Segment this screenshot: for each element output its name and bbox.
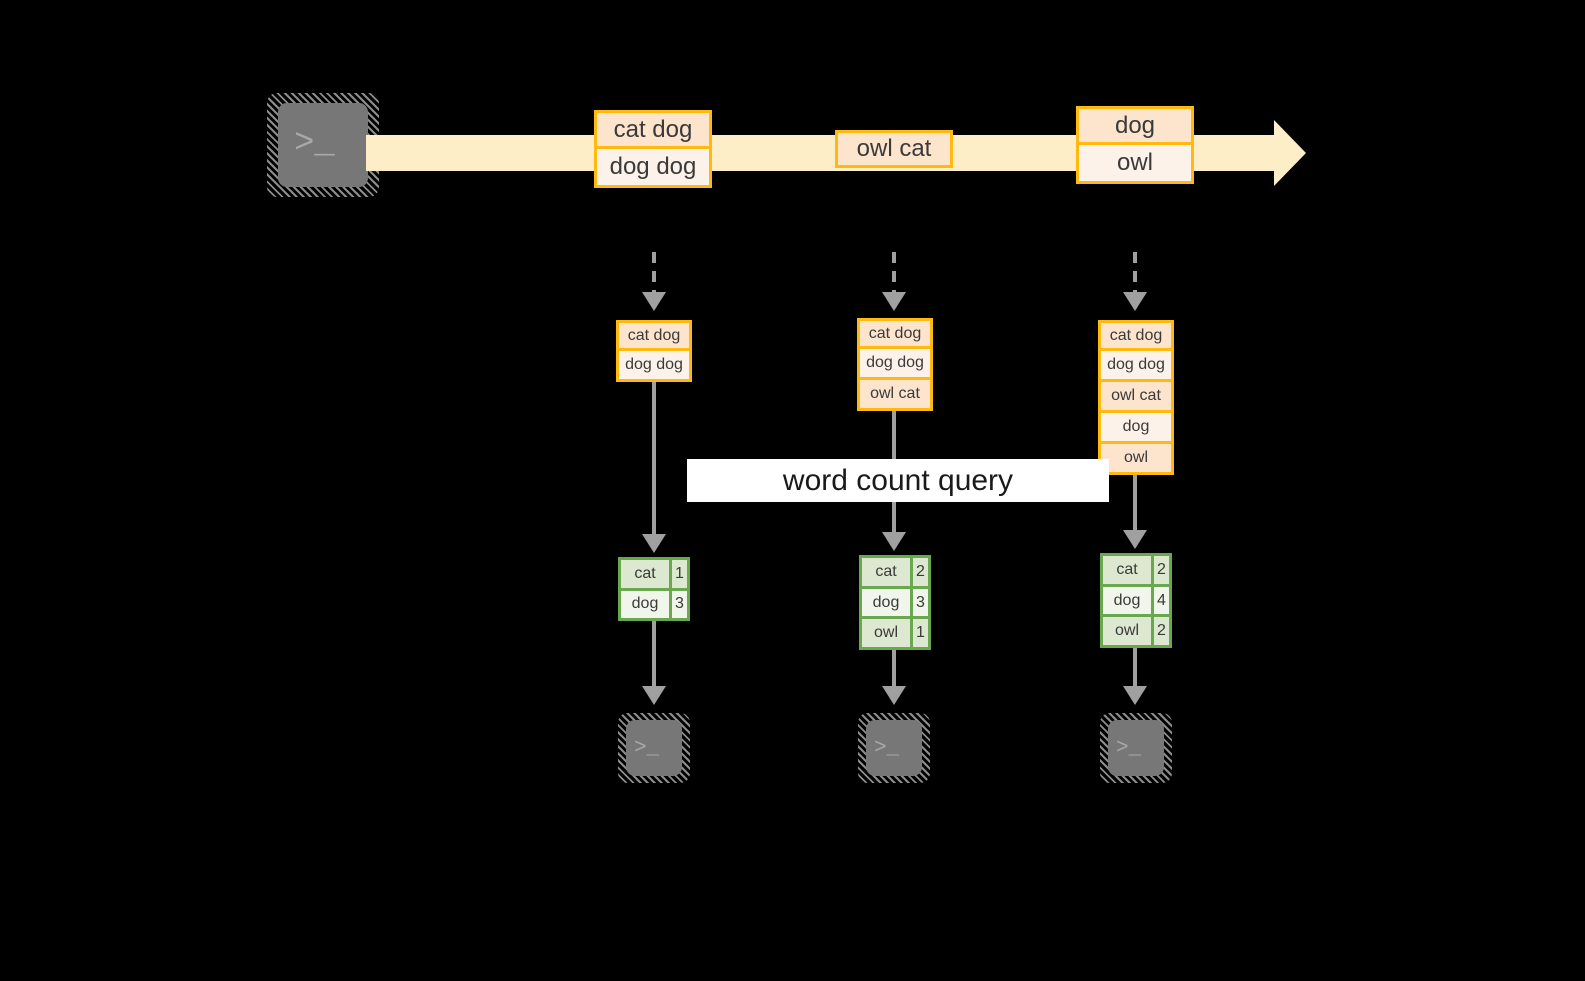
query-label-text: word count query (782, 463, 1014, 497)
table-row: cat 2 (862, 558, 928, 586)
state-to-result-arrowhead (882, 532, 906, 551)
stream-to-state-arrowhead (642, 292, 666, 311)
stream-to-state-connector (892, 252, 896, 294)
accumulated-event-box[interactable]: cat dog (857, 318, 933, 349)
result-to-sink-arrowhead (1123, 686, 1147, 705)
stream-event-line: owl cat (856, 135, 932, 162)
terminal-body (866, 720, 922, 776)
accumulated-event-box[interactable]: dog dog (616, 351, 692, 382)
accumulated-event-line: owl cat (1111, 387, 1161, 404)
terminal-body (1108, 720, 1164, 776)
stream-event-box[interactable]: owl (1076, 145, 1194, 184)
accumulated-event-box[interactable]: dog dog (857, 349, 933, 380)
stream-event-line: dog dog (609, 153, 697, 180)
count-cell: 2 (910, 558, 928, 586)
state-to-result-connector (1133, 475, 1137, 530)
terminal-body (278, 103, 368, 187)
state-to-result-arrowhead (1123, 530, 1147, 549)
word-cell: cat (862, 558, 910, 586)
stream-to-state-connector (1133, 252, 1137, 294)
state-to-result-connector (652, 382, 656, 534)
terminal-prompt-glyph: >_ (294, 125, 335, 163)
sink-terminal-icon: >_ (858, 713, 930, 783)
accumulated-event-line: dog (1122, 418, 1150, 435)
table-row: dog 4 (1103, 583, 1169, 615)
result-to-sink-arrowhead (642, 686, 666, 705)
count-cell: 4 (1151, 586, 1169, 615)
terminal-prompt-glyph: >_ (1116, 737, 1142, 760)
word-cell: owl (1103, 617, 1151, 646)
sink-terminal-icon: >_ (1100, 713, 1172, 783)
accumulated-event-box[interactable]: owl cat (857, 380, 933, 411)
count-cell: 2 (1151, 556, 1169, 584)
word-count-table[interactable]: cat 1 dog 3 (618, 557, 690, 621)
count-cell: 3 (910, 588, 928, 617)
word-count-table[interactable]: cat 2 dog 4 owl 2 (1100, 553, 1172, 648)
table-row: cat 2 (1103, 556, 1169, 584)
accumulated-event-box[interactable]: cat dog (1098, 320, 1174, 351)
accumulated-event-line: owl (1123, 449, 1148, 466)
table-row: dog 3 (621, 587, 687, 618)
word-cell: dog (1103, 586, 1151, 615)
sink-terminal-icon: >_ (618, 713, 690, 783)
accumulated-event-line: cat dog (868, 324, 922, 342)
stream-to-state-connector (652, 252, 656, 294)
source-terminal-icon: >_ (267, 93, 379, 197)
accumulated-event-box[interactable]: owl (1098, 444, 1174, 475)
accumulated-event-box[interactable]: dog (1098, 413, 1174, 444)
terminal-prompt-glyph: >_ (874, 737, 900, 760)
stream-event-box[interactable]: dog (1076, 106, 1194, 145)
accumulated-event-box[interactable]: cat dog (616, 320, 692, 351)
accumulated-event-box[interactable]: owl cat (1098, 382, 1174, 413)
stream-event-box[interactable]: cat dog (594, 110, 712, 149)
accumulated-event-box[interactable]: dog dog (1098, 351, 1174, 382)
accumulated-event-line: cat dog (627, 326, 681, 344)
word-cell: dog (862, 588, 910, 617)
count-cell: 1 (910, 619, 928, 648)
result-to-sink-arrowhead (882, 686, 906, 705)
stream-event-box[interactable]: dog dog (594, 149, 712, 188)
table-row: owl 1 (862, 616, 928, 648)
stream-event-line: dog (1114, 111, 1156, 139)
table-row: cat 1 (621, 560, 687, 588)
query-label: word count query (687, 459, 1109, 502)
accumulated-event-line: dog dog (625, 356, 683, 373)
stream-to-state-arrowhead (1123, 292, 1147, 311)
terminal-body (626, 720, 682, 776)
result-to-sink-connector (652, 621, 656, 686)
accumulated-event-line: cat dog (1109, 326, 1163, 344)
count-cell: 2 (1151, 617, 1169, 646)
word-cell: cat (1103, 556, 1151, 584)
word-count-table[interactable]: cat 2 dog 3 owl 1 (859, 555, 931, 650)
count-cell: 1 (669, 560, 687, 588)
stream-event-line: cat dog (613, 115, 693, 143)
state-to-result-arrowhead (642, 534, 666, 553)
accumulated-event-line: dog dog (866, 354, 924, 371)
result-to-sink-connector (1133, 648, 1137, 686)
stream-event-box[interactable]: owl cat (835, 130, 953, 168)
terminal-prompt-glyph: >_ (634, 737, 660, 760)
word-cell: dog (621, 590, 669, 618)
stream-event-line: owl (1116, 149, 1153, 176)
accumulated-event-line: owl cat (870, 385, 920, 402)
word-cell: cat (621, 560, 669, 588)
stream-band-arrowhead (1274, 120, 1306, 186)
table-row: dog 3 (862, 585, 928, 617)
stream-to-state-arrowhead (882, 292, 906, 311)
accumulated-event-line: dog dog (1107, 356, 1165, 373)
table-row: owl 2 (1103, 614, 1169, 646)
word-cell: owl (862, 619, 910, 648)
count-cell: 3 (669, 590, 687, 618)
result-to-sink-connector (892, 650, 896, 686)
